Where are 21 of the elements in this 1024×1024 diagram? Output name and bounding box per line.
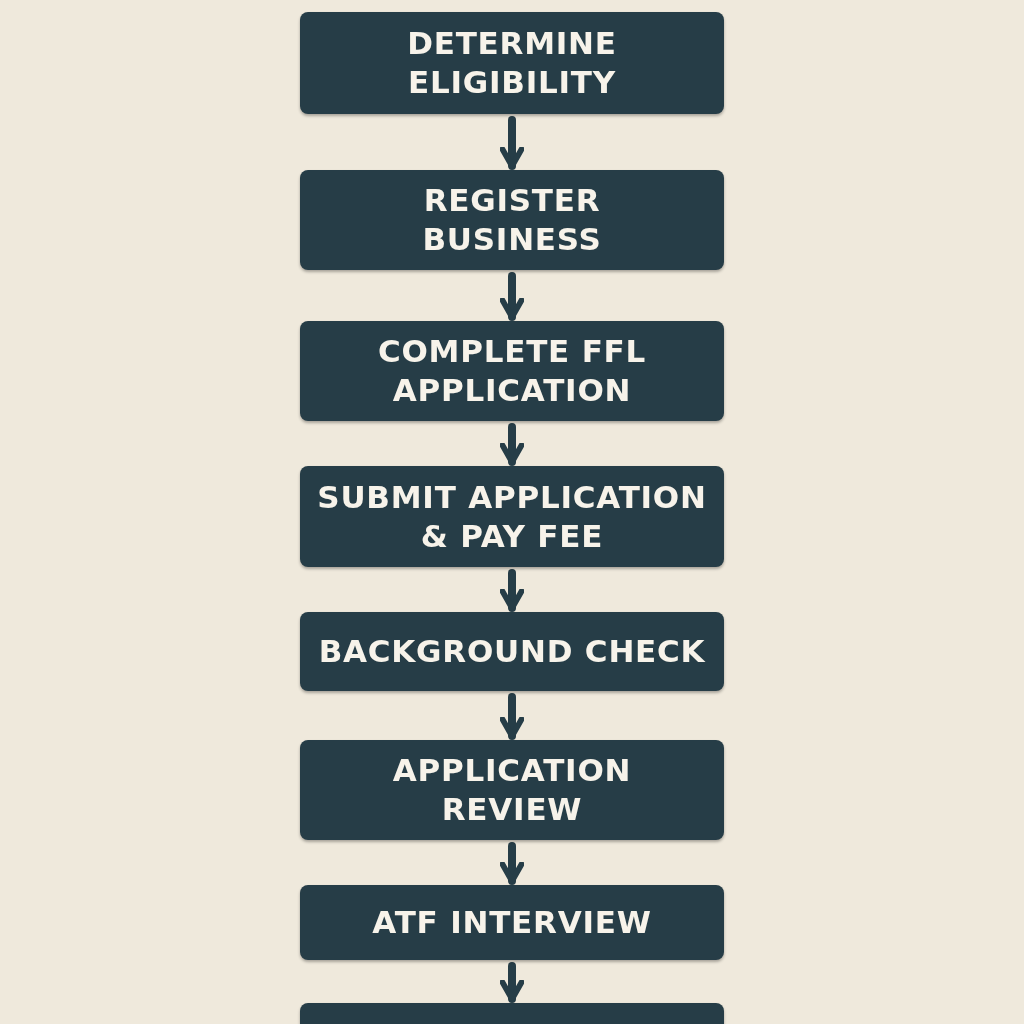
step-label: ATF INTERVIEW (372, 903, 652, 942)
step-label: BACKGROUND CHECK (318, 632, 706, 671)
process-box (300, 885, 724, 960)
process-box (300, 170, 724, 270)
process-box (300, 12, 724, 114)
step-label: SUBMIT APPLICATION & PAY FEE (316, 477, 708, 556)
arrow (499, 842, 525, 885)
process-box (300, 612, 724, 691)
arrow (499, 423, 525, 466)
process-box (300, 321, 724, 421)
step-label: DETERMINE ELIGIBILITY (406, 24, 618, 102)
arrow (499, 569, 525, 612)
process-box (300, 740, 724, 840)
step-label: REGISTER BUSINESS (421, 181, 603, 259)
arrow (499, 272, 525, 321)
arrow (499, 116, 525, 170)
arrow (499, 962, 525, 1003)
step-label: COMPLETE FFL APPLICATION (376, 332, 648, 410)
step-label: APPLICATION REVIEW (391, 751, 633, 829)
arrow (499, 693, 525, 740)
process-box (300, 466, 724, 567)
